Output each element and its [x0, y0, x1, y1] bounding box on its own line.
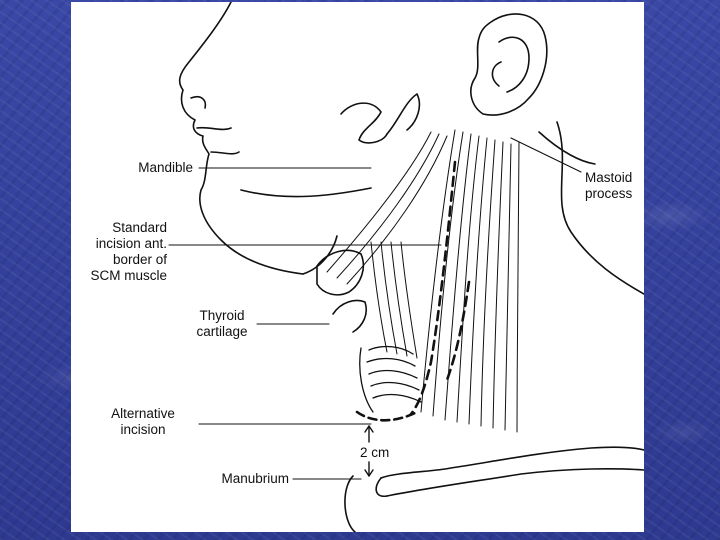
- label-manubrium: Manubrium: [221, 471, 289, 486]
- strap-muscles: [326, 131, 448, 359]
- label-thyroid-cartilage-line-1: Thyroid: [199, 308, 245, 323]
- scm-muscle: [420, 129, 520, 433]
- label-mastoid-process: Mastoid process: [585, 170, 645, 202]
- thyroid-cartilage-shape: [316, 249, 365, 296]
- illustration-panel: Mandible Standard incision ant. border o…: [71, 2, 644, 532]
- neck-anatomy-drawing: [168, 2, 644, 532]
- label-thyroid-cartilage-line-2: cartilage: [196, 324, 248, 339]
- manubrium-shape: [344, 475, 356, 532]
- label-distance: 2 cm: [360, 445, 390, 460]
- label-standard-incision-line-3: border of: [112, 252, 167, 267]
- label-alternative-incision: Alternative incision: [91, 406, 195, 438]
- label-mastoid-process-line-2: process: [585, 186, 633, 201]
- label-alternative-incision-line-1: Alternative: [111, 406, 175, 421]
- ear-outline: [470, 13, 548, 116]
- neck-back-line: [556, 121, 644, 295]
- label-thyroid-cartilage: Thyroid cartilage: [189, 308, 255, 340]
- label-mandible: Mandible: [138, 160, 193, 175]
- jaw-line: [302, 235, 338, 275]
- distance-arrows: [364, 425, 374, 477]
- standard-incision-line: [409, 160, 457, 416]
- trachea: [359, 345, 422, 413]
- label-alternative-incision-line-2: incision: [120, 422, 166, 437]
- label-standard-incision-line-2: incision ant.: [95, 236, 167, 251]
- leader-lines: [168, 137, 582, 480]
- face-profile: [178, 2, 304, 275]
- hyoid-bone: [340, 102, 388, 144]
- alternative-incision-line: [355, 410, 419, 422]
- label-standard-incision: Standard incision ant. border of SCM mus…: [67, 220, 167, 284]
- label-standard-incision-line-4: SCM muscle: [90, 268, 167, 283]
- label-mastoid-process-line-1: Mastoid: [585, 170, 633, 185]
- label-standard-incision-line-1: Standard: [112, 220, 167, 235]
